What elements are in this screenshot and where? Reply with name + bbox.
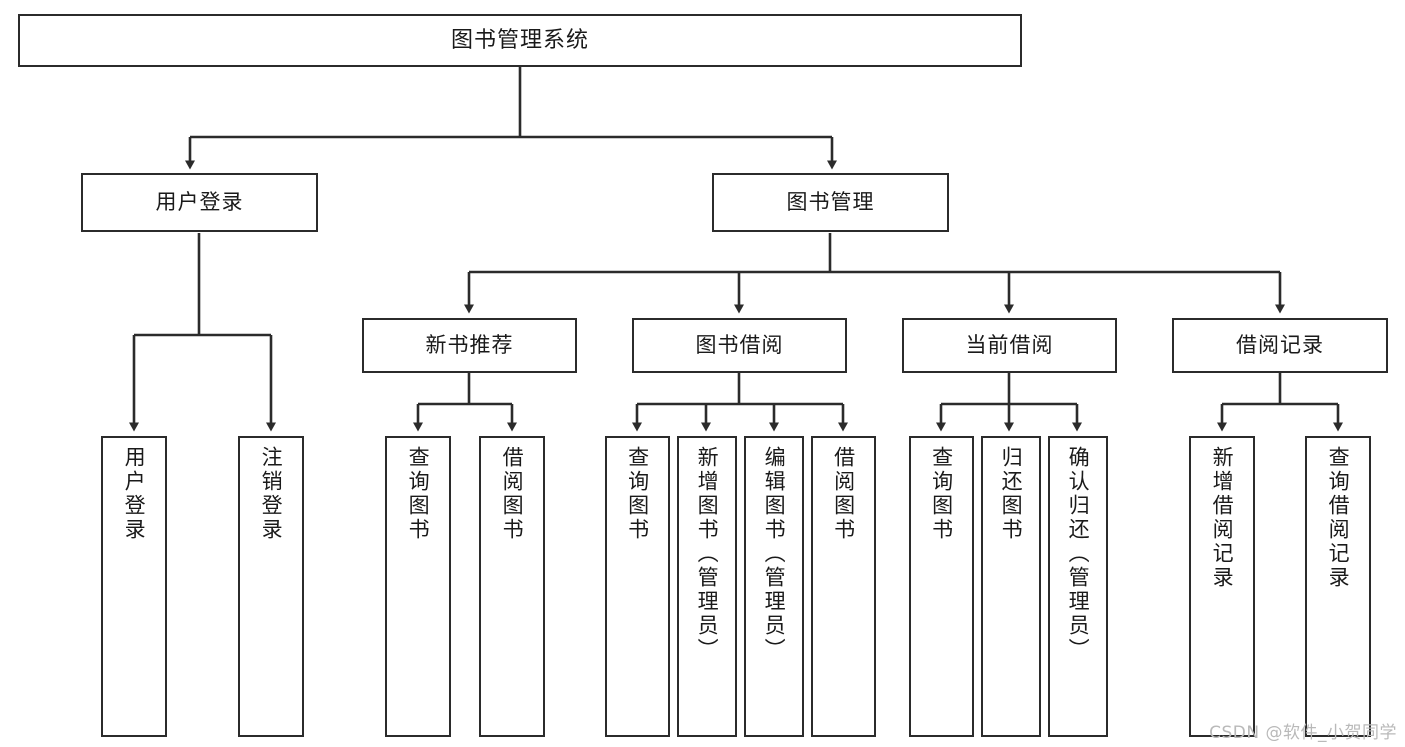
leaf-query-book-recommend[interactable]: 查询图书 [385,436,451,737]
leaf-return-book[interactable]: 归还图书 [981,436,1041,737]
node-label: 借阅图书 [500,446,525,542]
node-label: 查询借阅记录 [1326,446,1351,590]
node-label: 当前借阅 [965,333,1054,358]
leaf-logout-login[interactable]: 注销登录 [238,436,304,737]
node-label: 新增图书（管理员） [695,446,720,662]
node-label: 确认归还（管理员） [1066,446,1091,662]
node-book-borrow[interactable]: 图书借阅 [632,318,847,373]
leaf-add-book-admin[interactable]: 新增图书（管理员） [677,436,737,737]
node-root-book-management-system[interactable]: 图书管理系统 [18,14,1022,67]
leaf-edit-book-admin[interactable]: 编辑图书（管理员） [744,436,804,737]
node-label: 查询图书 [929,446,954,542]
node-label: 编辑图书（管理员） [762,446,787,662]
node-label: 图书管理 [786,190,875,215]
leaf-borrow-book-recommend[interactable]: 借阅图书 [479,436,545,737]
node-label: 用户登录 [155,190,244,215]
leaf-confirm-return-admin[interactable]: 确认归还（管理员） [1048,436,1108,737]
leaf-user-login[interactable]: 用户登录 [101,436,167,737]
leaf-query-book-borrow[interactable]: 查询图书 [605,436,670,737]
node-label: 新书推荐 [425,333,514,358]
node-label: 图书管理系统 [450,27,589,53]
node-label: 图书借阅 [695,333,784,358]
node-label: 借阅记录 [1236,333,1324,358]
node-new-book-recommend[interactable]: 新书推荐 [362,318,577,373]
node-book-management[interactable]: 图书管理 [712,173,949,232]
node-label: 借阅图书 [831,446,856,542]
leaf-borrow-book[interactable]: 借阅图书 [811,436,876,737]
node-label: 查询图书 [406,446,431,542]
leaf-query-borrow-record[interactable]: 查询借阅记录 [1305,436,1371,737]
node-label: 注销登录 [259,446,284,542]
node-user-login[interactable]: 用户登录 [81,173,318,232]
node-borrow-record[interactable]: 借阅记录 [1172,318,1388,373]
node-current-borrow[interactable]: 当前借阅 [902,318,1117,373]
leaf-query-book-current[interactable]: 查询图书 [909,436,974,737]
node-label: 用户登录 [122,446,147,542]
node-label: 归还图书 [999,446,1024,542]
leaf-add-borrow-record[interactable]: 新增借阅记录 [1189,436,1255,737]
node-label: 查询图书 [625,446,650,542]
node-label: 新增借阅记录 [1210,446,1235,590]
